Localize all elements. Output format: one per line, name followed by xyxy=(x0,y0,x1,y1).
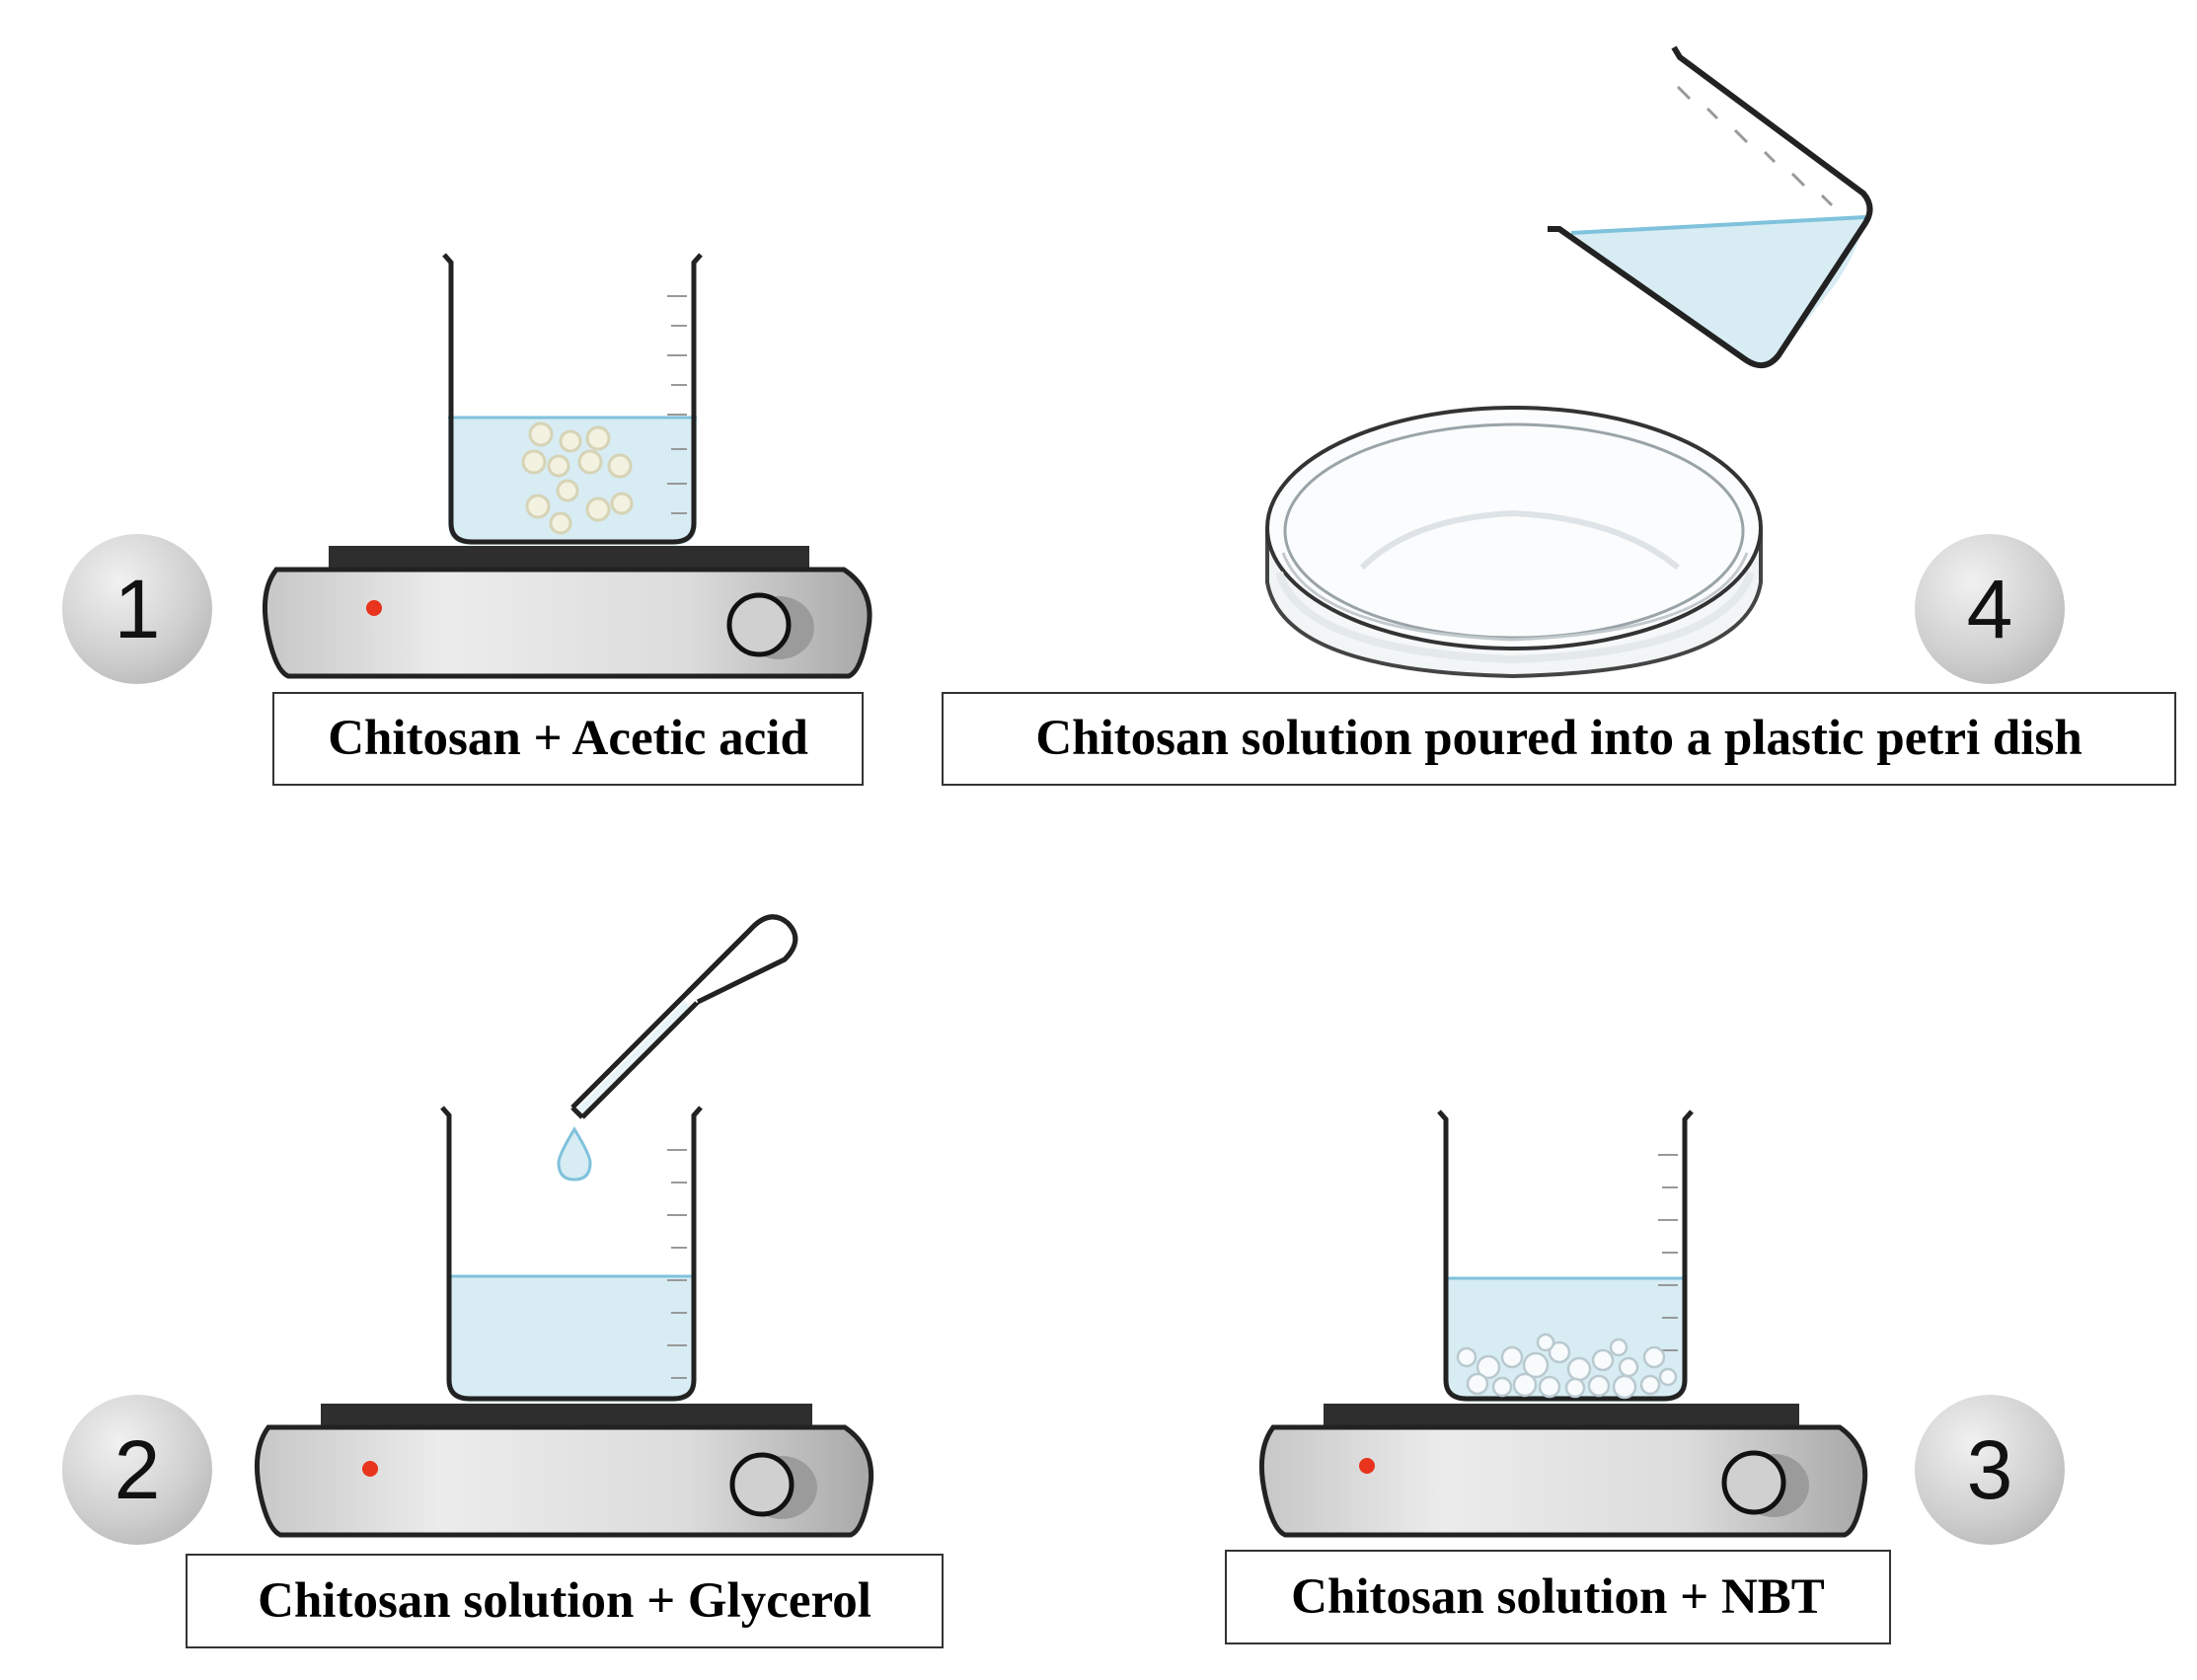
step-1-illustration xyxy=(262,253,872,679)
step-number-badge: 2 xyxy=(62,1395,212,1545)
step-3-illustration xyxy=(1258,1109,1868,1538)
step-number-badge: 3 xyxy=(1915,1395,2065,1545)
step-caption: Chitosan solution poured into a plastic … xyxy=(942,692,2176,786)
hot-plate-stirrer-icon xyxy=(254,1404,874,1538)
step-number-badge: 1 xyxy=(62,534,212,684)
beaker-icon xyxy=(442,253,703,545)
hot-plate-stirrer-icon xyxy=(1258,1404,1868,1538)
beaker-icon xyxy=(440,1106,703,1402)
step-number: 1 xyxy=(114,562,161,655)
step-number: 4 xyxy=(1966,562,2013,655)
step-caption: Chitosan + Acetic acid xyxy=(272,692,864,786)
step-number: 2 xyxy=(114,1422,161,1516)
step-number: 3 xyxy=(1966,1422,2013,1516)
particles-icon xyxy=(521,421,634,535)
particles-icon xyxy=(1456,1333,1678,1400)
droplet-icon xyxy=(557,1126,592,1182)
step-2-illustration xyxy=(254,914,874,1538)
hot-plate-stirrer-icon xyxy=(262,546,872,679)
step-caption: Chitosan solution + Glycerol xyxy=(186,1554,944,1648)
pouring-beaker-icon xyxy=(1548,45,1873,368)
step-number-badge: 4 xyxy=(1915,534,2065,684)
pipette-icon xyxy=(570,914,798,1119)
step-caption: Chitosan solution + NBT xyxy=(1225,1550,1891,1644)
petri-dish-icon xyxy=(1265,406,1763,679)
step-4-illustration xyxy=(1265,45,1873,679)
